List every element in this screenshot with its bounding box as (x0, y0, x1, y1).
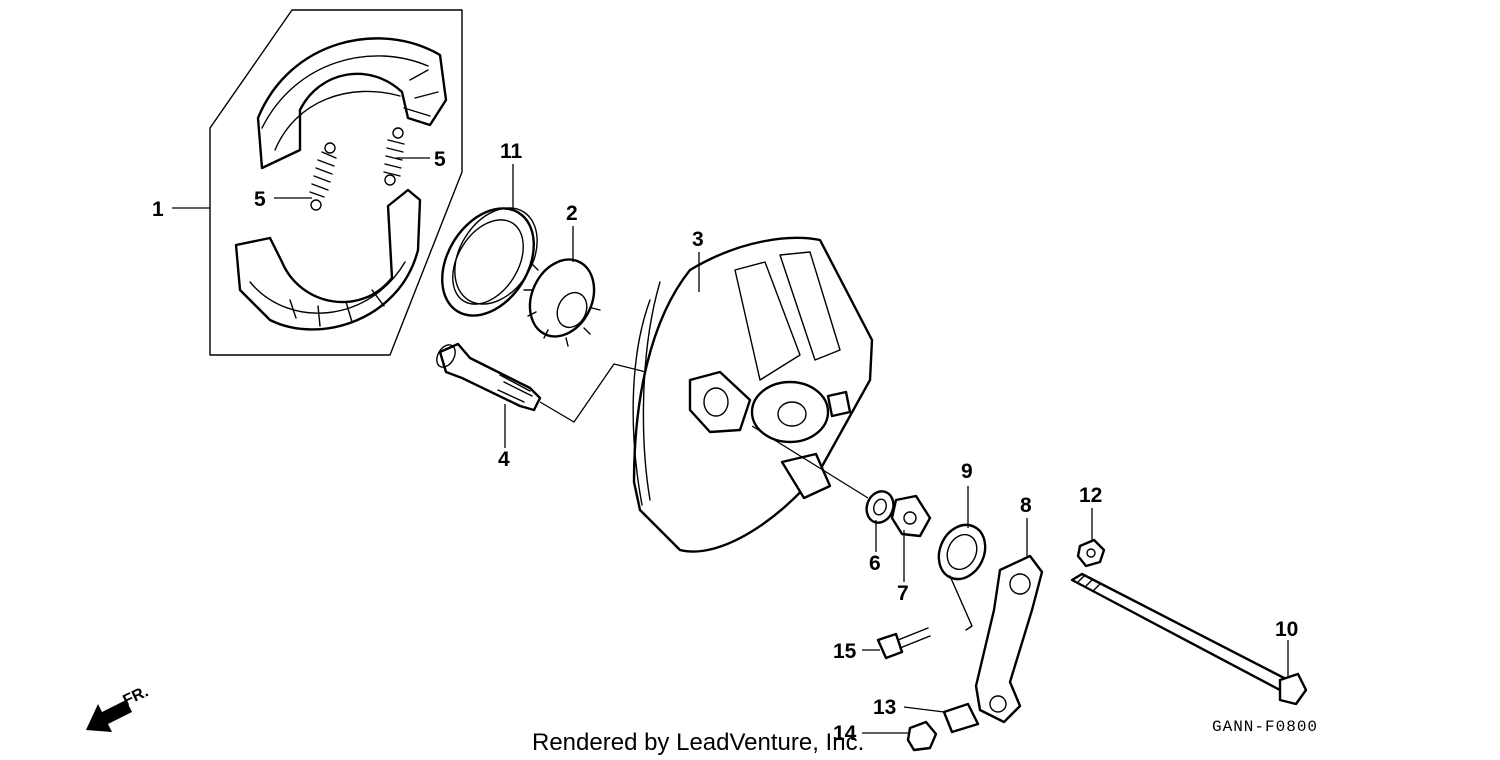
part-13-collar[interactable] (942, 702, 980, 734)
callout-5-left: 5 (254, 188, 266, 211)
part-6-washer[interactable] (862, 488, 897, 527)
drawing-code: GANN-F0800 (1212, 718, 1318, 736)
callout-2: 2 (566, 202, 578, 225)
part-3-brake-panel[interactable] (632, 236, 874, 553)
front-direction-label: FR. (121, 683, 152, 709)
callout-12: 12 (1079, 484, 1102, 507)
callout-11: 11 (500, 140, 523, 163)
footer-credit: Rendered by LeadVenture, Inc. (532, 729, 864, 756)
part-15-bolt[interactable] (876, 627, 931, 660)
spring-right (383, 127, 405, 186)
callout-13: 13 (873, 696, 896, 719)
part-4-brake-cam[interactable] (433, 342, 542, 412)
callout-5-right: 5 (434, 148, 446, 171)
callout-7: 7 (897, 582, 909, 605)
part-11-dust-seal[interactable] (423, 192, 554, 333)
part-14-nut[interactable] (906, 720, 938, 752)
part-9-return-spring[interactable] (930, 517, 994, 631)
callout-leaders (172, 157, 1289, 734)
part-8-brake-arm[interactable] (974, 554, 1044, 724)
upper-brake-shoe (256, 37, 448, 170)
front-arrow-icon (86, 700, 132, 732)
lower-brake-shoe (234, 188, 422, 331)
callout-14: 14 (833, 722, 857, 745)
callout-4: 4 (498, 448, 510, 471)
callout-8: 8 (1020, 494, 1032, 517)
part-7-indicator-plate[interactable] (890, 494, 932, 538)
callout-10: 10 (1275, 618, 1298, 641)
spring-left (309, 142, 337, 211)
front-direction-indicator: FR. (86, 683, 151, 732)
callout-15: 15 (833, 640, 857, 663)
callout-1: 1 (152, 198, 164, 221)
part-2-wear-indicator[interactable] (518, 249, 606, 347)
part-10-pivot-shaft[interactable] (1070, 572, 1308, 706)
callout-9: 9 (961, 460, 973, 483)
part-1-brake-shoe-set[interactable] (209, 9, 463, 356)
part-12-nut[interactable] (1076, 538, 1106, 568)
callout-6: 6 (869, 552, 881, 575)
callout-numbers: 1 5 5 11 2 3 4 6 7 9 8 12 10 15 13 14 (152, 140, 1298, 745)
callout-3: 3 (692, 228, 704, 251)
